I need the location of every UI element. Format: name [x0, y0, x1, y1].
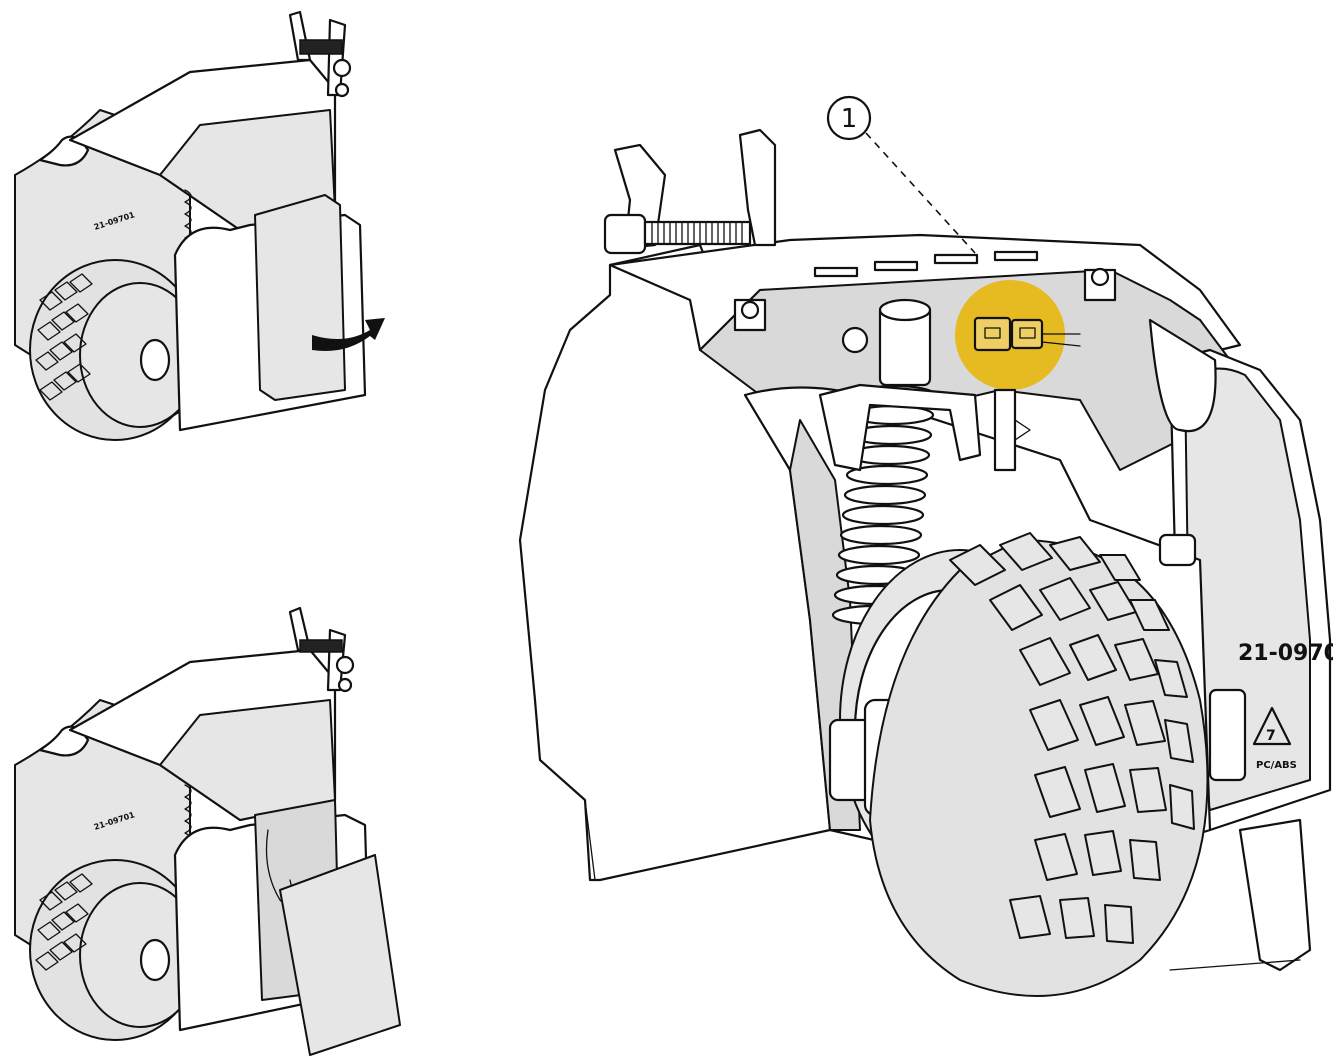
wheel-module-top-left: 21-09701 [14, 10, 385, 441]
callout-1: 1 [826, 95, 976, 254]
connector [973, 316, 1081, 352]
recycling-code: PC/ABS [1256, 760, 1297, 771]
recycling-symbol-icon: 7 [1252, 706, 1292, 746]
part-number-main: 21-09700 [1238, 641, 1333, 666]
rotate-arrow-icon [312, 318, 385, 352]
threaded-rod [643, 220, 752, 246]
svg-text:7: 7 [1266, 728, 1276, 744]
wheel-module-main: 21-09700 7 PC/ABS 1 [518, 95, 1333, 997]
callout-number: 1 [841, 104, 858, 134]
wheel-module-bottom-left: 21-09701 [14, 606, 401, 1056]
